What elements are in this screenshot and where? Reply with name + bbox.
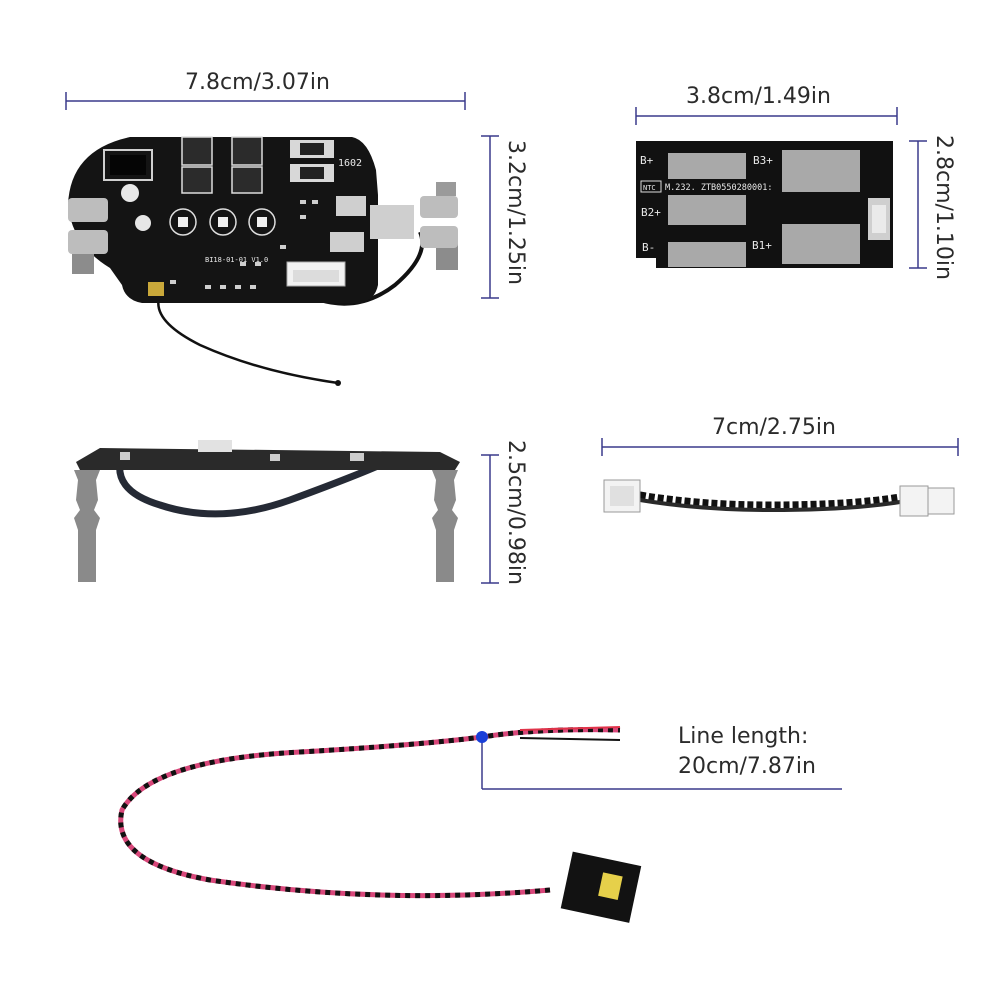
main-board-height-label: 3.2cm/1.25in bbox=[503, 140, 528, 285]
connector-cable bbox=[603, 479, 955, 517]
small-board-width-label: 3.8cm/1.49in bbox=[686, 84, 831, 109]
pad-label-b3-plus: B3+ bbox=[753, 154, 773, 167]
main-board-width-label: 7.8cm/3.07in bbox=[185, 70, 330, 95]
pcb-silk-model: BI18-01-01 V1.0 bbox=[205, 256, 268, 264]
pad-label-b-minus: B- bbox=[642, 241, 655, 254]
callout-line-2: 20cm/7.87in bbox=[678, 754, 816, 779]
callout-line-1: Line length: bbox=[678, 724, 809, 749]
board-code: M.232. ZTB0550280001: bbox=[665, 183, 772, 193]
side-view-height-label: 2.5cm/0.98in bbox=[503, 440, 528, 585]
small-board-height-label: 2.8cm/1.10in bbox=[931, 135, 956, 280]
pcb-side-view bbox=[74, 440, 460, 582]
dimension-lines bbox=[65, 92, 959, 790]
pad-label-b2-plus: B2+ bbox=[641, 206, 661, 219]
balance-board: B+ B3+ B2+ B- B1+ NTC M.232. ZTB05502800… bbox=[636, 141, 893, 268]
pad-label-b1-plus: B1+ bbox=[752, 239, 772, 252]
pcb-silk-code: 1602 bbox=[338, 158, 362, 169]
ntc-label: NTC bbox=[643, 184, 656, 192]
main-pcb-top-view: BI18-01-01 V1.0 1602 bbox=[68, 136, 458, 386]
led-wire bbox=[118, 726, 642, 923]
cable-length-label: 7cm/2.75in bbox=[712, 415, 836, 440]
line-length-callout: Line length: 20cm/7.87in bbox=[678, 722, 816, 782]
pad-label-b-plus: B+ bbox=[640, 154, 654, 167]
